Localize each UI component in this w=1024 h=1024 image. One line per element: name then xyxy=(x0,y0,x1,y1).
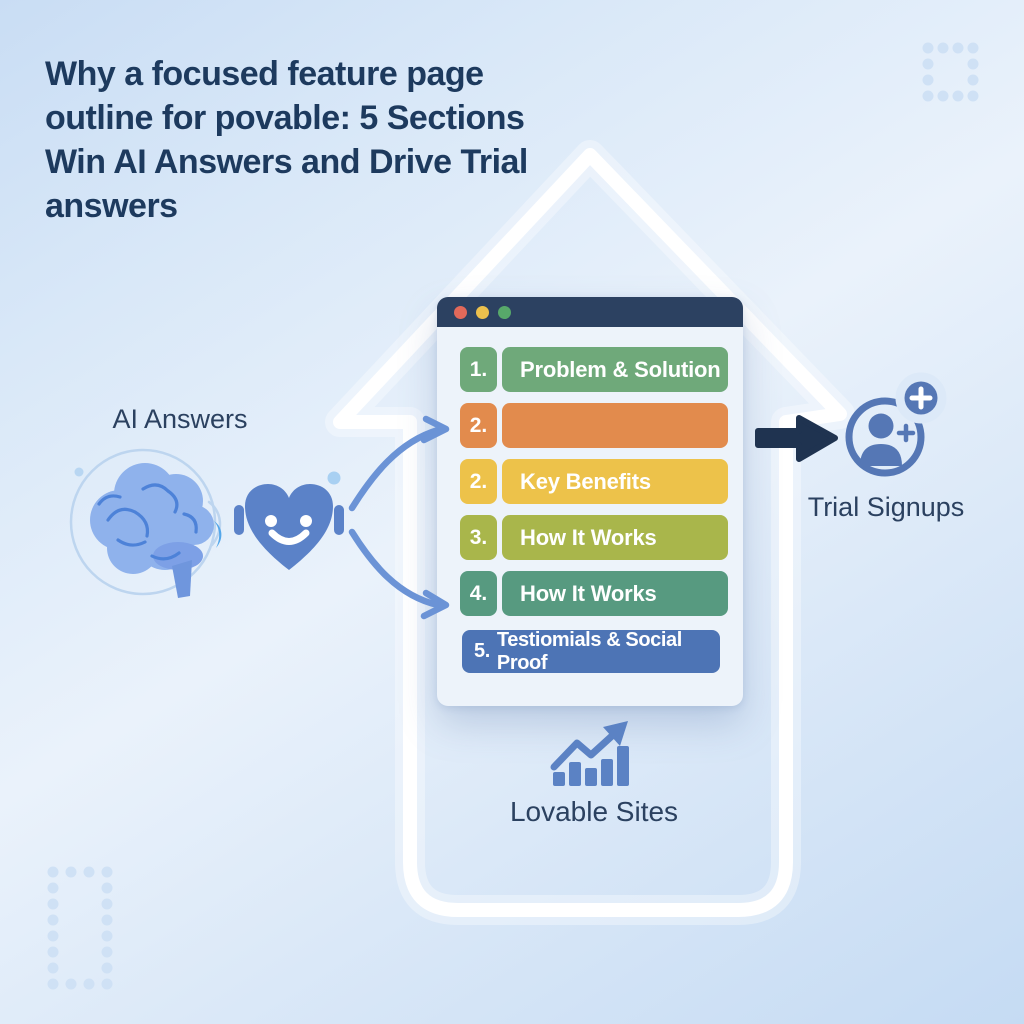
row-number-badge: 2. xyxy=(460,459,497,504)
big-arrow-outline-icon xyxy=(333,148,847,917)
row-label: How It Works xyxy=(520,580,657,606)
row-label: Problem & Solution xyxy=(520,356,721,382)
row-number-badge: 2. xyxy=(460,403,497,448)
row-label-bar: How It Works xyxy=(502,515,728,560)
row-label-bar: Problem & Solution xyxy=(502,347,728,392)
outline-row-4: 3. How It Works xyxy=(460,515,728,560)
outline-row-2: 2. xyxy=(460,403,728,448)
dot-grid-top-right xyxy=(922,42,979,102)
window-control-yellow-icon xyxy=(476,305,489,319)
window-control-red-icon xyxy=(454,305,467,319)
row-number: 5. xyxy=(474,640,490,662)
window-control-green-icon xyxy=(498,305,511,319)
outline-row-6: 5. Testiomials & Social Proof xyxy=(462,628,720,674)
outline-row-5: 4. How It Works xyxy=(460,571,728,616)
outline-row-1: 1. Problem & Solution xyxy=(460,347,728,392)
row-label: Testiomials & Social Proof xyxy=(496,628,682,674)
browser-titlebar xyxy=(437,297,743,327)
outline-row-3: 2. Key Benefits xyxy=(460,459,728,504)
ai-answers-label: AI Answers xyxy=(112,404,248,434)
trial-signups-label: Trial Signups xyxy=(807,492,965,522)
row-label-bar: How It Works xyxy=(502,571,728,616)
row-label-bar xyxy=(502,403,728,448)
row-label-bar: 5. Testiomials & Social Proof xyxy=(462,628,720,674)
row-number-badge: 1. xyxy=(460,347,497,392)
row-number-badge: 3. xyxy=(460,515,497,560)
lovable-sites-label: Lovable Sites xyxy=(509,796,679,827)
dot-grid-bottom-left xyxy=(47,866,113,990)
row-label: How It Works xyxy=(520,524,657,550)
browser-window-mockup: 1. Problem & Solution 2. 2. Key Benefits… xyxy=(437,297,743,706)
row-number-badge: 4. xyxy=(460,571,497,616)
row-label-bar: Key Benefits xyxy=(502,459,728,504)
row-label: Key Benefits xyxy=(520,468,651,494)
page-title: Why a focused feature page outline for p… xyxy=(45,55,528,225)
